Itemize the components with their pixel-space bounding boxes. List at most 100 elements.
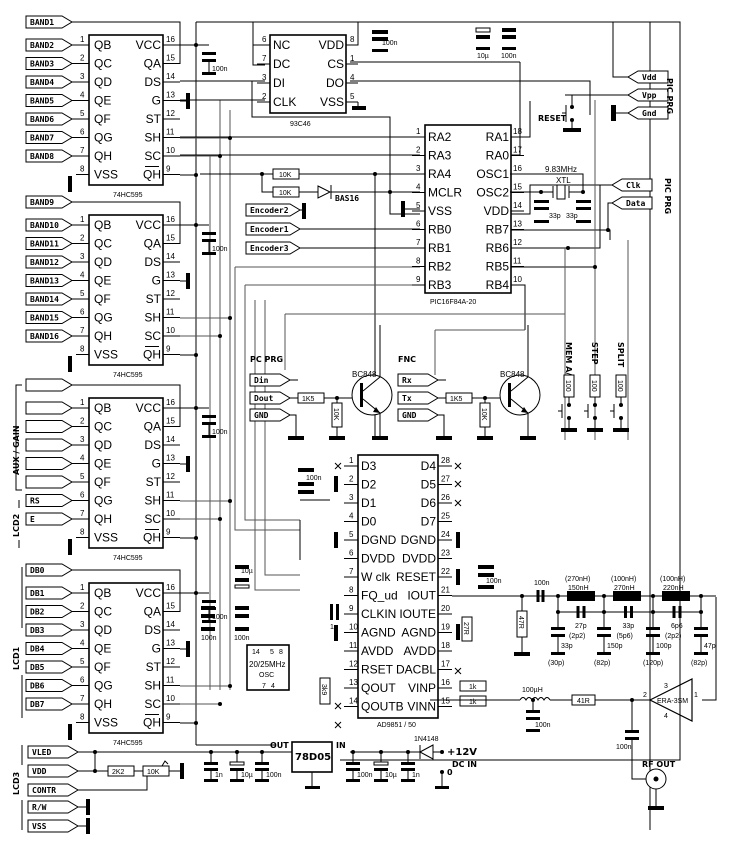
shift-register-body — [88, 214, 164, 366]
fnc-gnd-connector[interactable]: GND — [397, 408, 439, 422]
lcd3-vss-connector[interactable]: VSS — [27, 819, 79, 833]
pin-number: 3 — [349, 493, 354, 502]
pin-number: 15 — [513, 183, 522, 192]
connector-outline — [27, 800, 79, 814]
pin-name: VINP — [408, 681, 436, 695]
pin-name: QH — [143, 168, 161, 182]
svg-text:1k: 1k — [469, 684, 477, 691]
pc-prg-dout-connector[interactable]: Dout — [249, 391, 291, 405]
pin-number: 9 — [166, 528, 171, 537]
output-connector-band13[interactable]: BAND13 — [25, 274, 73, 287]
output-connector-db0[interactable]: DB0 — [25, 563, 73, 577]
output-connector-db5[interactable]: DB5 — [25, 660, 73, 674]
output-connector-band3[interactable]: BAND3 — [25, 57, 73, 70]
fnc-tx-connector[interactable]: Tx — [397, 391, 439, 405]
lcd3-contr-connector[interactable]: CONTR — [27, 783, 79, 797]
pic-prg-gnd-connector[interactable]: Gnd — [627, 106, 669, 120]
encoder-connector-encoder1[interactable]: Encoder1 — [245, 222, 301, 236]
pc-prg-gnd-connector[interactable]: GND — [249, 408, 291, 422]
connector-outline — [249, 408, 291, 422]
pin-name: AGND — [401, 626, 436, 640]
pin-number: 15 — [166, 602, 175, 611]
output-connector-band14[interactable]: BAND14 — [25, 292, 73, 306]
contrast-potentiometer: 10K — [142, 765, 170, 777]
svg-text:OUT: OUT — [270, 741, 289, 750]
transistor-bc848 — [351, 374, 393, 416]
pic-prg-vdd-connector[interactable]: Vdd — [627, 70, 669, 84]
ground-icon — [477, 436, 493, 440]
output-connector-db6[interactable]: DB6 — [25, 679, 73, 692]
output-connector-aux-3[interactable] — [25, 438, 73, 452]
pin-number: 11 — [166, 128, 175, 137]
output-connector-db4[interactable]: DB4 — [25, 642, 73, 655]
output-connector-aux-4[interactable] — [25, 457, 73, 470]
pc-prg-din-connector[interactable]: Din — [249, 373, 291, 387]
junction-dot — [194, 591, 198, 595]
output-connector-band9[interactable]: BAND9 — [25, 195, 73, 209]
output-connector-band5[interactable]: BAND5 — [25, 94, 73, 107]
pin-number: 4 — [80, 91, 85, 100]
button-label: MEM A/B — [564, 342, 573, 381]
output-connector-db1[interactable]: DB1 — [25, 586, 73, 600]
output-connector-band2[interactable]: BAND2 — [25, 38, 73, 52]
connector-label: Encoder1 — [250, 225, 289, 234]
pic-prg-data-connector[interactable]: Data — [611, 196, 653, 210]
pin-name: NC — [273, 38, 291, 52]
pic-prg-vpp-connector[interactable]: Vpp — [627, 88, 669, 102]
lcd3-vled-connector[interactable]: VLED — [27, 745, 79, 759]
pin-name: D0 — [361, 515, 377, 529]
pin-number: 16 — [166, 215, 175, 224]
pin-number: 10 — [166, 326, 175, 335]
series-cap-alt: (2p2) — [569, 633, 585, 640]
shunt-cap-plate — [551, 634, 565, 637]
cap-10u-label: 10µ — [477, 53, 489, 60]
output-connector-rs[interactable]: RS — [25, 494, 73, 507]
output-connector-aux-0[interactable] — [25, 378, 73, 392]
output-connector-band6[interactable]: BAND6 — [25, 112, 73, 126]
output-connector-band12[interactable]: BAND12 — [25, 255, 73, 269]
output-connector-db3[interactable]: DB3 — [25, 623, 73, 637]
pin-name: ST — [146, 112, 162, 126]
output-connector-band8[interactable]: BAND8 — [25, 149, 73, 163]
ground-icon — [202, 252, 216, 255]
svg-text:7: 7 — [262, 683, 266, 690]
output-connector-band4[interactable]: BAND4 — [25, 75, 73, 89]
output-connector-band7[interactable]: BAND7 — [25, 131, 73, 144]
pic-prg-clk-connector[interactable]: Clk — [611, 178, 653, 192]
encoder-connector-encoder2[interactable]: Encoder2 — [245, 203, 301, 217]
pin-number: 11 — [166, 676, 175, 685]
pin-number: 2 — [416, 146, 421, 155]
section-title: PC PRG — [250, 355, 283, 364]
fnc-rx-connector[interactable]: Rx — [397, 373, 439, 387]
output-connector-band10[interactable]: BAND10 — [25, 218, 73, 232]
junction-dot — [228, 684, 232, 688]
output-connector-db7[interactable]: DB7 — [25, 697, 73, 711]
part-label: 74HC595 — [113, 740, 143, 747]
series-cap-alt: (2p2) — [665, 633, 681, 640]
lcd3-vdd-connector[interactable]: VDD — [27, 764, 79, 778]
output-connector-aux-2[interactable] — [25, 420, 73, 433]
output-connector-band15[interactable]: BAND15 — [25, 311, 73, 324]
lcd3-rw-connector[interactable]: R/W — [27, 800, 79, 814]
pin-number: 1 — [349, 456, 354, 465]
connector-outline — [25, 512, 73, 526]
output-connector-e[interactable]: E — [25, 512, 73, 526]
ground-icon — [202, 620, 216, 623]
pin-name: OSC2 — [476, 186, 509, 200]
output-connector-db2[interactable]: DB2 — [25, 605, 73, 618]
output-connector-band1[interactable]: BAND1 — [25, 15, 73, 29]
connector-label: CONTR — [32, 786, 56, 795]
shunt-cap-alt: (120p) — [643, 660, 663, 667]
output-connector-band16[interactable]: BAND16 — [25, 329, 73, 343]
pin-name: QH — [94, 149, 112, 163]
no-connect-icon — [454, 462, 462, 470]
junction-dot — [93, 769, 97, 773]
encoder-connector-encoder3[interactable]: Encoder3 — [245, 241, 301, 255]
output-connector-aux-5[interactable] — [25, 475, 73, 489]
connector-label: Data — [626, 199, 645, 208]
output-connector-aux-1[interactable] — [25, 401, 73, 415]
output-connector-band11[interactable]: BAND11 — [25, 237, 73, 250]
